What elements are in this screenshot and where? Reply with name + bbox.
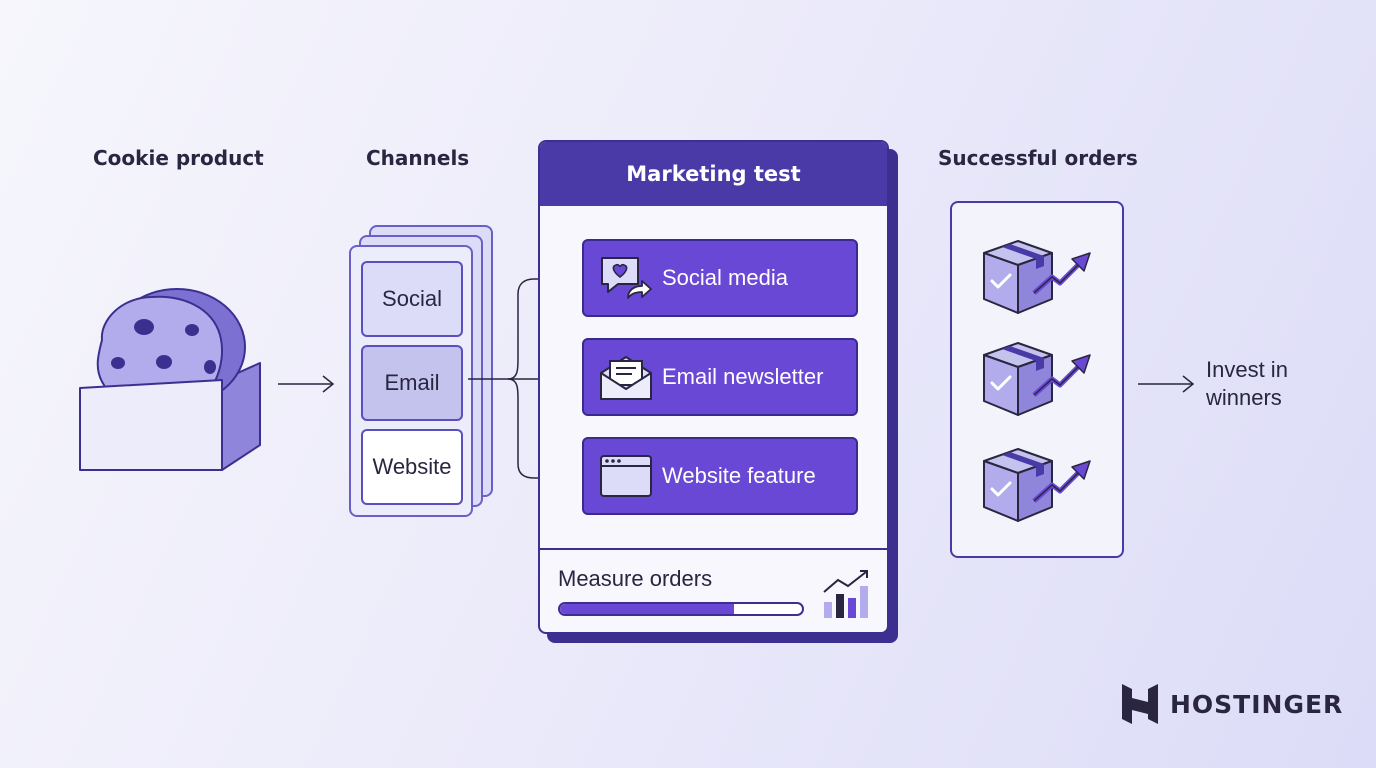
- chat-heart-share-icon: [601, 257, 652, 299]
- invest-in-winners-label: Invest in winners: [1206, 356, 1336, 412]
- test-label: Social media: [662, 265, 788, 290]
- marketing-test-panel: Marketing test Social media Email newsle…: [538, 140, 889, 634]
- box-front: [79, 379, 223, 471]
- invest-line-1: Invest in: [1206, 357, 1288, 382]
- cookie-box-illustration: [79, 288, 261, 471]
- measure-progress-bar: [558, 602, 804, 616]
- test-label: Website feature: [662, 463, 816, 488]
- arrow-right-icon: [278, 375, 335, 393]
- package-check-growth-icon: [983, 342, 1091, 416]
- marketing-test-heading: Marketing test: [540, 142, 887, 206]
- measure-orders-label: Measure orders: [558, 566, 713, 591]
- arrow-right-icon: [1138, 375, 1195, 393]
- brand-name: HOSTINGER: [1170, 689, 1344, 719]
- successful-orders-box: [950, 201, 1124, 558]
- invest-line-2: winners: [1206, 385, 1282, 410]
- channel-website: Website: [361, 429, 463, 505]
- successful-orders-heading: Successful orders: [938, 146, 1138, 170]
- panel-divider: [540, 548, 887, 550]
- test-label: Email newsletter: [662, 364, 824, 389]
- cookie-product-heading: Cookie product: [93, 146, 264, 170]
- envelope-letter-icon: [600, 356, 652, 400]
- test-email-newsletter: Email newsletter: [582, 338, 858, 416]
- brand-logo: HOSTINGER: [1122, 684, 1343, 724]
- test-social-media: Social media: [582, 239, 858, 317]
- test-website-feature: Website feature: [582, 437, 858, 515]
- channel-email: Email: [361, 345, 463, 421]
- package-check-growth-icon: [983, 448, 1091, 522]
- progress-fill: [560, 604, 735, 614]
- bar-chart-trend-icon: [823, 570, 868, 618]
- browser-window-icon: [600, 455, 652, 497]
- channels-heading: Channels: [366, 146, 470, 170]
- channels-stack: Social Email Website: [349, 245, 473, 517]
- hostinger-h-logo-icon: [1122, 684, 1158, 724]
- channel-social: Social: [361, 261, 463, 337]
- package-check-growth-icon: [983, 240, 1091, 314]
